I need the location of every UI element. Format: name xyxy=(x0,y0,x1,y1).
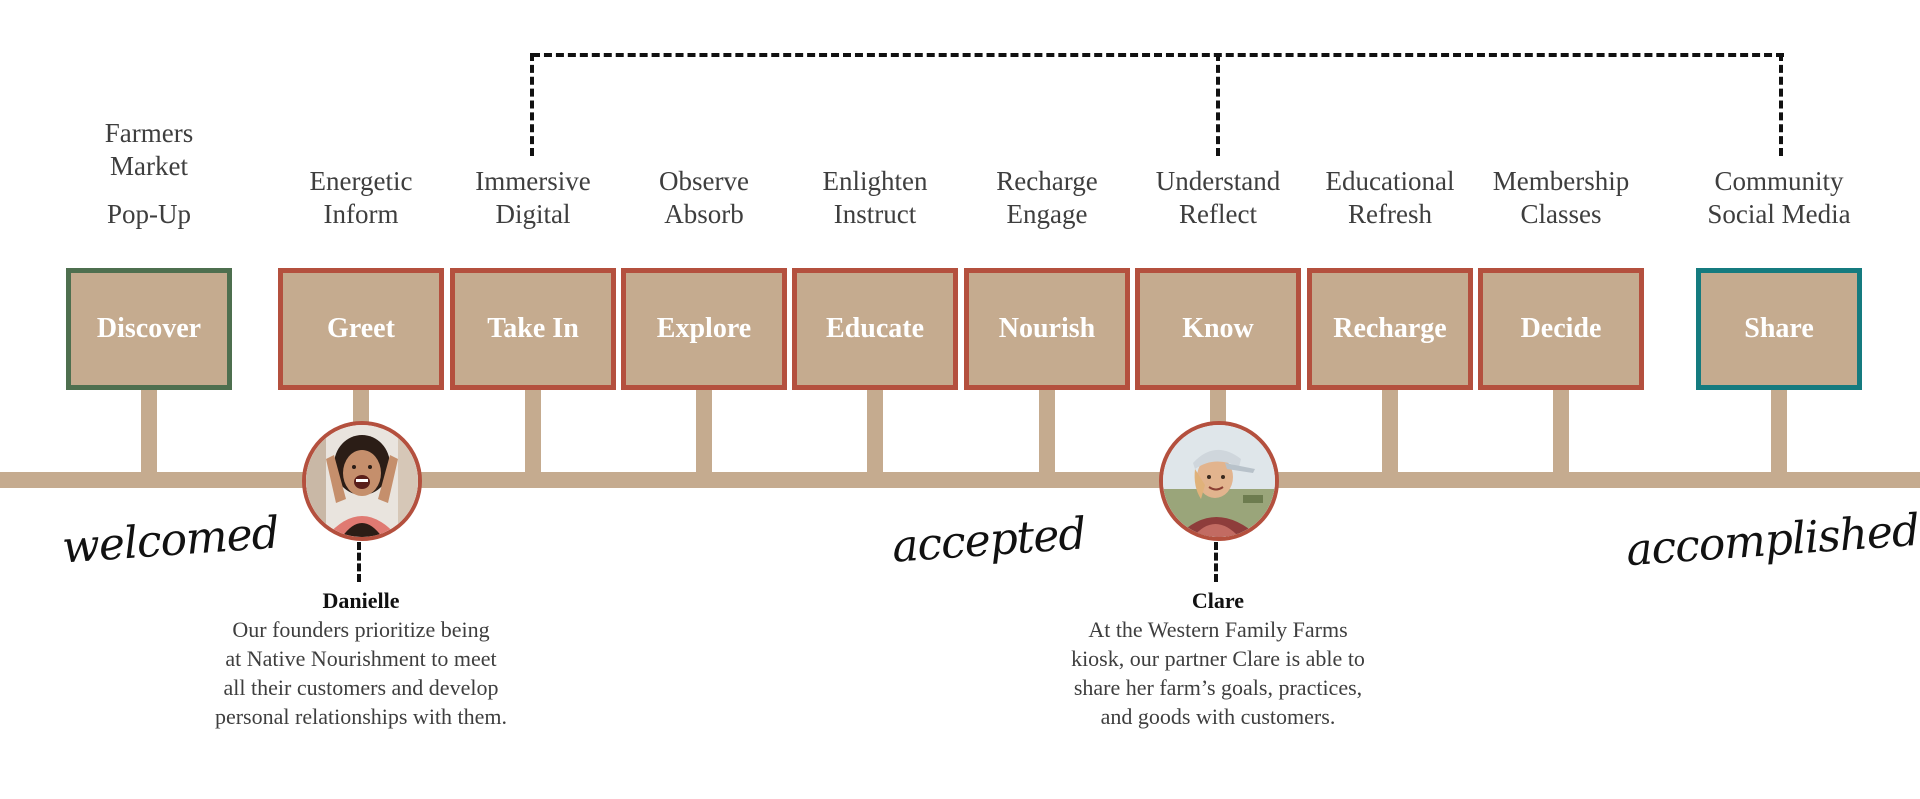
stage-box-educate: Educate xyxy=(792,268,958,390)
description-line: Reflect xyxy=(1179,199,1257,229)
stage-description-nourish: Recharge Engage xyxy=(961,165,1133,231)
description-line: Digital xyxy=(495,199,571,229)
feeling-accomplished: accomplished xyxy=(1624,504,1920,577)
feeling-accepted: accepted xyxy=(890,508,1088,573)
avatar-danielle xyxy=(302,421,422,541)
connector-dashed-top xyxy=(532,53,1784,57)
stage-description-decide: Membership Classes xyxy=(1475,165,1647,231)
stage-box-nourish: Nourish xyxy=(964,268,1130,390)
description-line: Farmers xyxy=(104,118,194,148)
timeline-bar xyxy=(0,472,1920,488)
stage-box-greet: Greet xyxy=(278,268,444,390)
description-line: Instruct xyxy=(833,199,917,229)
description-line: Educational xyxy=(1325,166,1455,196)
stem-take-in xyxy=(525,388,541,474)
person-name: Danielle xyxy=(322,588,400,613)
connector-dashed-middle xyxy=(1216,53,1220,156)
stage-description-educate: Enlighten Instruct xyxy=(789,165,961,231)
description-line: Enlighten xyxy=(822,166,928,196)
stem-recharge xyxy=(1382,388,1398,474)
stage-description-recharge: Educational Refresh xyxy=(1304,165,1476,231)
stem-discover xyxy=(141,388,157,474)
stage-description-share: Community Social Media xyxy=(1683,165,1875,231)
person-bio: At the Western Family Farms kiosk, our p… xyxy=(1071,617,1365,729)
stage-box-recharge: Recharge xyxy=(1307,268,1473,390)
stem-nourish xyxy=(1039,388,1055,474)
stem-decide xyxy=(1553,388,1569,474)
description-line: Observe xyxy=(659,166,749,196)
stem-educate xyxy=(867,388,883,474)
description-line: Refresh xyxy=(1348,199,1432,229)
danielle-connector-dashed xyxy=(357,542,361,582)
description-line: Recharge xyxy=(996,166,1098,196)
description-line: Absorb xyxy=(664,199,744,229)
description-line: Classes xyxy=(1520,199,1602,229)
person-bio: Our founders prioritize being at Native … xyxy=(214,617,508,729)
stage-box-know: Know xyxy=(1135,268,1301,390)
stem-explore xyxy=(696,388,712,474)
connector-dashed-right xyxy=(1779,53,1783,156)
stage-description-explore: Observe Absorb xyxy=(618,165,790,231)
clare-portrait-icon xyxy=(1163,425,1275,537)
person-clare: Clare At the Western Family Farms kiosk,… xyxy=(1008,587,1428,731)
connector-dashed-left xyxy=(530,53,534,156)
description-line: Inform xyxy=(323,199,399,229)
stem-share xyxy=(1771,388,1787,474)
description-line: Energetic xyxy=(309,166,413,196)
description-line: Understand xyxy=(1155,166,1281,196)
description-line: Social Media xyxy=(1707,199,1851,229)
stage-box-take-in: Take In xyxy=(450,268,616,390)
stage-box-discover: Discover xyxy=(66,268,232,390)
clare-connector-dashed xyxy=(1214,542,1218,582)
danielle-portrait-icon xyxy=(306,425,418,537)
description-line: Membership xyxy=(1492,166,1630,196)
description-line: Engage xyxy=(1006,199,1088,229)
stage-box-decide: Decide xyxy=(1478,268,1644,390)
description-line: Market xyxy=(110,151,188,181)
person-danielle: Danielle Our founders prioritize being a… xyxy=(151,587,571,731)
person-name: Clare xyxy=(1191,588,1245,613)
stage-box-explore: Explore xyxy=(621,268,787,390)
stage-description-greet: Energetic Inform xyxy=(275,165,447,231)
feeling-welcomed: welcomed xyxy=(60,507,281,574)
description-line: Community xyxy=(1714,166,1844,196)
description-line: Immersive xyxy=(475,166,591,196)
avatar-clare xyxy=(1159,421,1279,541)
stage-description-know: Understand Reflect xyxy=(1132,165,1304,231)
stage-box-share: Share xyxy=(1696,268,1862,390)
description-line: Pop-Up xyxy=(106,199,191,229)
stage-description-discover: Farmers Market Pop-Up xyxy=(63,117,235,231)
stage-description-take-in: Immersive Digital xyxy=(447,165,619,231)
